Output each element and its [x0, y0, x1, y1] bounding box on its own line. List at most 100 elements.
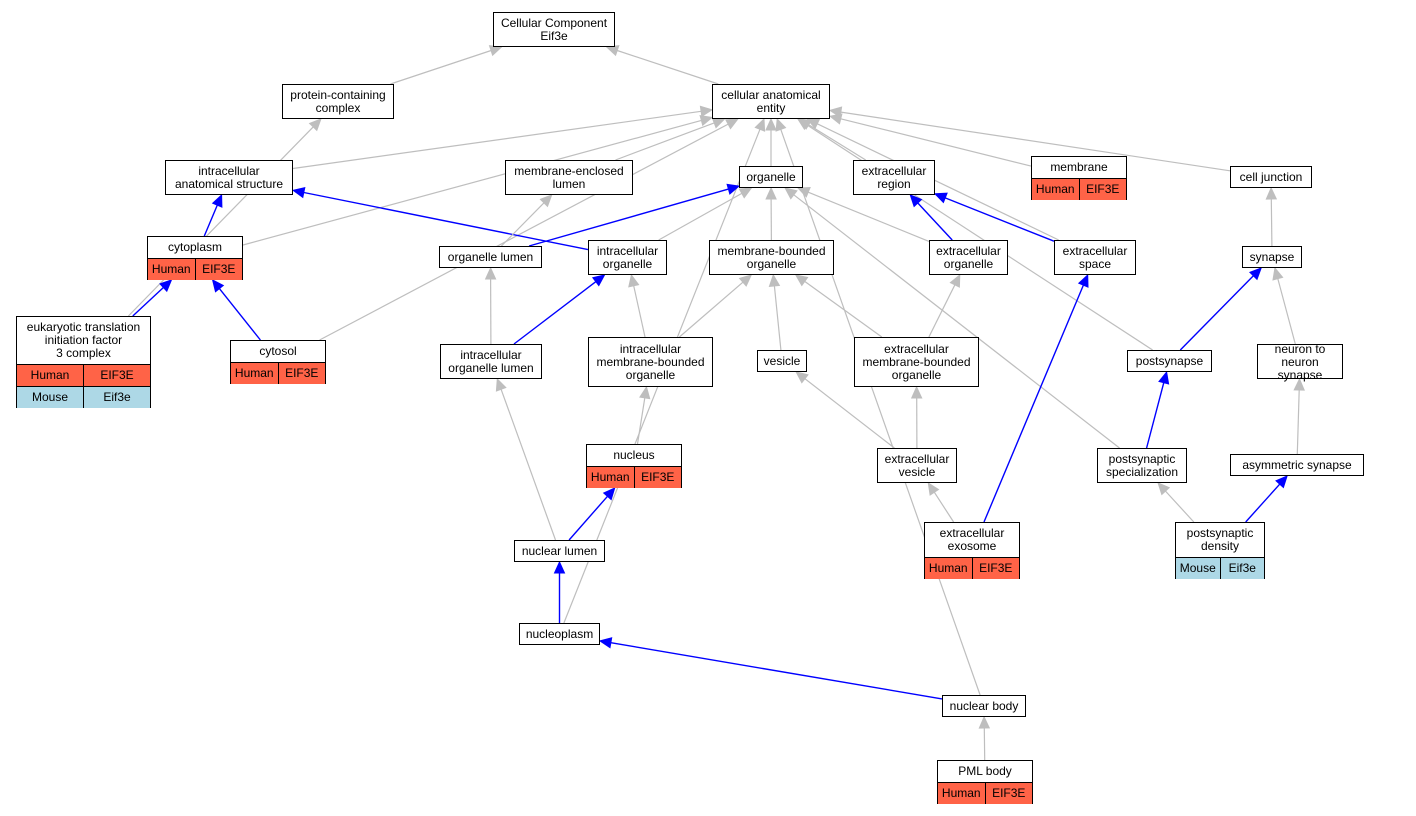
go-term-node-intracellular-organelle[interactable]: intracellular organelle: [588, 240, 667, 275]
edge-line: [132, 286, 164, 317]
edge-arrowhead: [1293, 377, 1305, 391]
edge-line: [679, 281, 744, 338]
edge-line: [807, 191, 930, 242]
go-term-node-cell-junction[interactable]: cell junction: [1230, 166, 1312, 188]
go-term-node-postsynapse[interactable]: postsynapse: [1127, 350, 1212, 372]
edge-line: [793, 194, 1120, 449]
node-label: postsynaptic density: [1186, 526, 1254, 553]
node-label: membrane: [1050, 160, 1108, 174]
edge-arrowhead: [211, 279, 225, 293]
edge-arrowhead: [909, 194, 923, 208]
node-label: cell junction: [1239, 170, 1303, 184]
node-label: membrane-bounded organelle: [717, 244, 826, 271]
edge-arrowhead: [1077, 273, 1089, 288]
go-term-node-membrane-bounded-organelle[interactable]: membrane-bounded organelle: [709, 240, 834, 275]
edge-arrowhead: [699, 105, 714, 118]
go-term-node-nuclear-lumen[interactable]: nuclear lumen: [514, 540, 605, 562]
edge-mbo-to-organelle: [765, 186, 777, 241]
gene-cell: EIF3E: [984, 783, 1033, 804]
edge-exo-to-ecs: [983, 273, 1089, 523]
go-term-node-extracellular-region[interactable]: extracellular region: [853, 160, 935, 195]
edge-arrowhead: [711, 117, 726, 129]
edge-line: [780, 129, 981, 696]
edge-arrowhead: [488, 45, 503, 57]
edge-arrowhead: [602, 487, 616, 501]
go-term-node-organelle[interactable]: organelle: [739, 166, 803, 188]
go-term-node-extracellular-organelle[interactable]: extracellular organelle: [929, 240, 1008, 275]
node-label: organelle lumen: [447, 250, 534, 264]
edge-pml-to-nb: [978, 715, 991, 761]
go-term-node-extracellular-space[interactable]: extracellular space: [1054, 240, 1136, 275]
edge-arrowhead: [796, 118, 811, 131]
go-term-node-cellular-anatomical-entity[interactable]: cellular anatomical entity: [712, 84, 830, 119]
node-label: extracellular organelle: [936, 244, 1001, 271]
edge-nl-to-nucleus: [568, 487, 616, 541]
edge-ev-to-embo: [910, 385, 923, 449]
go-term-node-postsynaptic-specialization[interactable]: postsynaptic specialization: [1097, 448, 1187, 483]
go-term-node-neuron-to-neuron-synapse[interactable]: neuron to neuron synapse: [1257, 342, 1343, 381]
go-term-node-vesicle[interactable]: vesicle: [757, 350, 807, 372]
edge-arrowhead: [1248, 267, 1263, 281]
go-term-node-cellular-component-eif3e[interactable]: Cellular Component Eif3e: [493, 12, 615, 47]
go-term-node-extracellular-membrane-bounded-organelle[interactable]: extracellular membrane-bounded organelle: [854, 337, 979, 387]
edge-line: [928, 284, 956, 338]
edge-line: [983, 284, 1085, 523]
go-term-node-extracellular-vesicle[interactable]: extracellular vesicle: [877, 448, 957, 483]
edge-line: [127, 126, 314, 317]
edge-arrowhead: [1265, 186, 1278, 200]
edge-line: [917, 202, 953, 241]
node-label: Cellular Component Eif3e: [500, 16, 608, 43]
species-cell: Human: [30, 368, 70, 382]
edge-arrowhead: [495, 377, 507, 392]
go-term-node-organelle-lumen[interactable]: organelle lumen: [439, 246, 542, 268]
go-term-node-nucleoplasm[interactable]: nucleoplasm: [519, 623, 600, 645]
node-label: vesicle: [763, 354, 801, 368]
edge-arrowhead: [724, 118, 739, 130]
edge-line: [804, 280, 883, 338]
edge-arrowhead: [768, 273, 781, 287]
node-label: extracellular region: [861, 164, 927, 191]
edge-ias-to-cae: [292, 105, 714, 170]
go-term-node-nuclear-body[interactable]: nuclear body: [942, 695, 1026, 717]
go-term-node-membrane-enclosed-lumen[interactable]: membrane-enclosed lumen: [505, 160, 633, 195]
go-term-node-protein-containing-complex[interactable]: protein-containing complex: [282, 84, 394, 119]
edge-line: [617, 49, 719, 85]
edge-line: [773, 285, 782, 351]
edge-line: [528, 188, 729, 247]
edge-line: [242, 119, 702, 246]
edge-line: [817, 123, 1059, 241]
go-term-node-eukaryotic-translation-initiation-factor-3-complex[interactable]: eukaryotic translation initiation factor…: [16, 316, 151, 408]
node-label: intracellular organelle: [596, 244, 659, 271]
edge-cytosol-to-cytoplasm: [211, 279, 261, 341]
edge-iol-to-ol: [484, 266, 497, 345]
edge-psd-to-pss: [1157, 482, 1195, 523]
edge-arrowhead: [784, 187, 798, 200]
edge-line: [513, 281, 597, 345]
edge-line: [303, 191, 589, 251]
node-label: eukaryotic translation initiation factor…: [26, 320, 141, 360]
edge-eco-to-ecr: [909, 194, 953, 241]
go-term-node-intracellular-organelle-lumen[interactable]: intracellular organelle lumen: [440, 344, 542, 379]
go-term-node-intracellular-membrane-bounded-organelle[interactable]: intracellular membrane-bounded organelle: [588, 337, 713, 387]
go-term-node-intracellular-anatomical-structure[interactable]: intracellular anatomical structure: [165, 160, 293, 195]
edge-membrane-to-cae: [828, 113, 1032, 167]
edge-line: [1165, 490, 1195, 523]
go-term-node-synapse[interactable]: synapse: [1242, 246, 1302, 268]
edge-line: [292, 110, 702, 170]
edge-vesicle-to-mbo: [768, 273, 782, 351]
edge-exo-to-ev: [927, 481, 955, 523]
go-term-node-asymmetric-synapse[interactable]: asymmetric synapse: [1230, 454, 1364, 476]
edge-arrowhead: [927, 481, 940, 496]
species-cell: Mouse: [31, 390, 69, 404]
edge-arrowhead: [910, 385, 923, 399]
